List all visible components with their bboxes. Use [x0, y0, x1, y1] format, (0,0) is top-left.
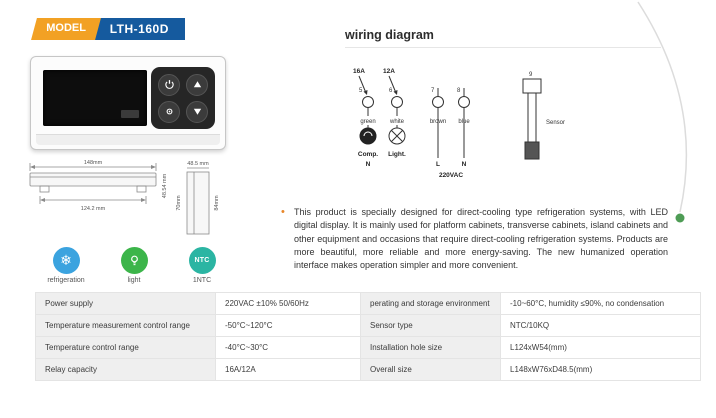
- wire-brown-label: brown: [430, 119, 446, 125]
- spec-value: NTC/10KQ: [500, 314, 701, 337]
- terminal-8: 8: [457, 88, 461, 94]
- spec-label: Temperature measurement control range: [35, 314, 216, 337]
- spec-label: Sensor type: [360, 314, 501, 337]
- spec-value: 220VAC ±10% 50/60Hz: [215, 292, 361, 315]
- dim-side-left: 70mm: [176, 195, 182, 211]
- table-row: Relay capacity 16A/12A Overall size L148…: [35, 358, 701, 381]
- dim-hole-width: 124.2 mm: [81, 206, 106, 212]
- product-description: This product is specially designed for d…: [294, 207, 668, 271]
- terminal-7: 7: [431, 88, 435, 94]
- device-button-panel: [151, 67, 215, 129]
- spec-label: Installation hole size: [360, 336, 501, 359]
- bullet-icon: •: [281, 206, 285, 218]
- wiring-diagram: 16A 12A 5 6 7 8 green white brown blue C…: [353, 68, 565, 179]
- spec-value: -50°C~120°C: [215, 314, 361, 337]
- spec-label: Temperature control range: [35, 336, 216, 359]
- model-badge-label: MODEL: [46, 22, 87, 34]
- sensor-label: Sensor: [546, 120, 565, 126]
- dim-front-height: 48.54 mm: [162, 173, 168, 198]
- dim-front-width: 148mm: [84, 160, 103, 166]
- model-header: MODEL LTH-160D: [31, 18, 185, 40]
- display-digits: [121, 110, 139, 118]
- dim-side-top: 48.5 mm: [187, 161, 209, 167]
- model-number-badge: LTH-160D: [91, 18, 185, 40]
- power-icon: [164, 80, 174, 89]
- line-label: L: [436, 161, 440, 168]
- spec-table: Power supply 220VAC ±10% 50/60Hz peratin…: [35, 292, 701, 381]
- light-label: Light.: [388, 151, 406, 158]
- dim-side-right: 84mm: [214, 195, 220, 211]
- terminal-6: 6: [389, 88, 393, 94]
- spec-label: Power supply: [35, 292, 216, 315]
- terminal-9: 9: [529, 72, 533, 78]
- feature-refrigeration: ❄ refrigeration: [38, 247, 94, 284]
- arrow-up-icon: [193, 81, 201, 88]
- ntc-icon: NTC: [188, 247, 216, 274]
- table-row: Temperature control range -40°C~30°C Ins…: [35, 336, 701, 359]
- dimension-drawings: 148mm 124.2 mm 48.54 mm 48.5 mm 70mm 84m…: [29, 160, 220, 235]
- feature-icons: ❄ refrigeration light NTC 1NTC: [38, 247, 230, 284]
- spec-label: Relay capacity: [35, 358, 216, 381]
- wire-white-label: white: [389, 119, 405, 125]
- table-row: Power supply 220VAC ±10% 50/60Hz peratin…: [35, 292, 701, 315]
- fuse-right-label: 12A: [383, 68, 395, 75]
- spec-value: -10~60°C, humidity ≤90%, no condensation: [500, 292, 701, 315]
- voltage-label: 220VAC: [439, 172, 463, 179]
- set-button: [158, 100, 180, 123]
- spec-value: -40°C~30°C: [215, 336, 361, 359]
- set-icon: [166, 108, 172, 115]
- feature-label: refrigeration: [47, 277, 85, 284]
- device-base: [36, 134, 220, 145]
- bulb-icon: [120, 247, 148, 274]
- wire-green-label: green: [360, 119, 375, 125]
- spec-value: 16A/12A: [215, 358, 361, 381]
- neutral-label: N: [462, 161, 467, 168]
- spec-value: L148xW76xD48.5(mm): [500, 358, 701, 381]
- controller-product-photo: [30, 56, 226, 150]
- wire-blue-label: blue: [458, 119, 470, 125]
- power-button: [158, 73, 180, 96]
- wiring-diagram-title: wiring diagram: [345, 28, 434, 42]
- feature-ntc: NTC 1NTC: [174, 247, 230, 284]
- device-display: [43, 70, 147, 126]
- title-underline: [345, 47, 661, 48]
- fuse-left-label: 16A: [353, 68, 365, 75]
- spec-label: perating and storage environment: [360, 292, 501, 315]
- table-row: Temperature measurement control range -5…: [35, 314, 701, 337]
- compressor-neutral-label: N: [366, 161, 371, 168]
- decorative-curve: [637, 1, 688, 223]
- down-button: [186, 100, 208, 123]
- feature-light: light: [106, 247, 162, 284]
- feature-label: light: [127, 277, 141, 284]
- terminal-5: 5: [359, 88, 363, 94]
- spec-value: L124xW54(mm): [500, 336, 701, 359]
- feature-label: 1NTC: [192, 277, 212, 284]
- compressor-label: Comp.: [358, 151, 378, 158]
- green-dot: [675, 213, 685, 223]
- model-badge: MODEL: [31, 18, 101, 40]
- snowflake-icon: ❄: [52, 247, 80, 274]
- spec-label: Overall size: [360, 358, 501, 381]
- up-button: [186, 73, 208, 96]
- arrow-down-icon: [193, 108, 201, 115]
